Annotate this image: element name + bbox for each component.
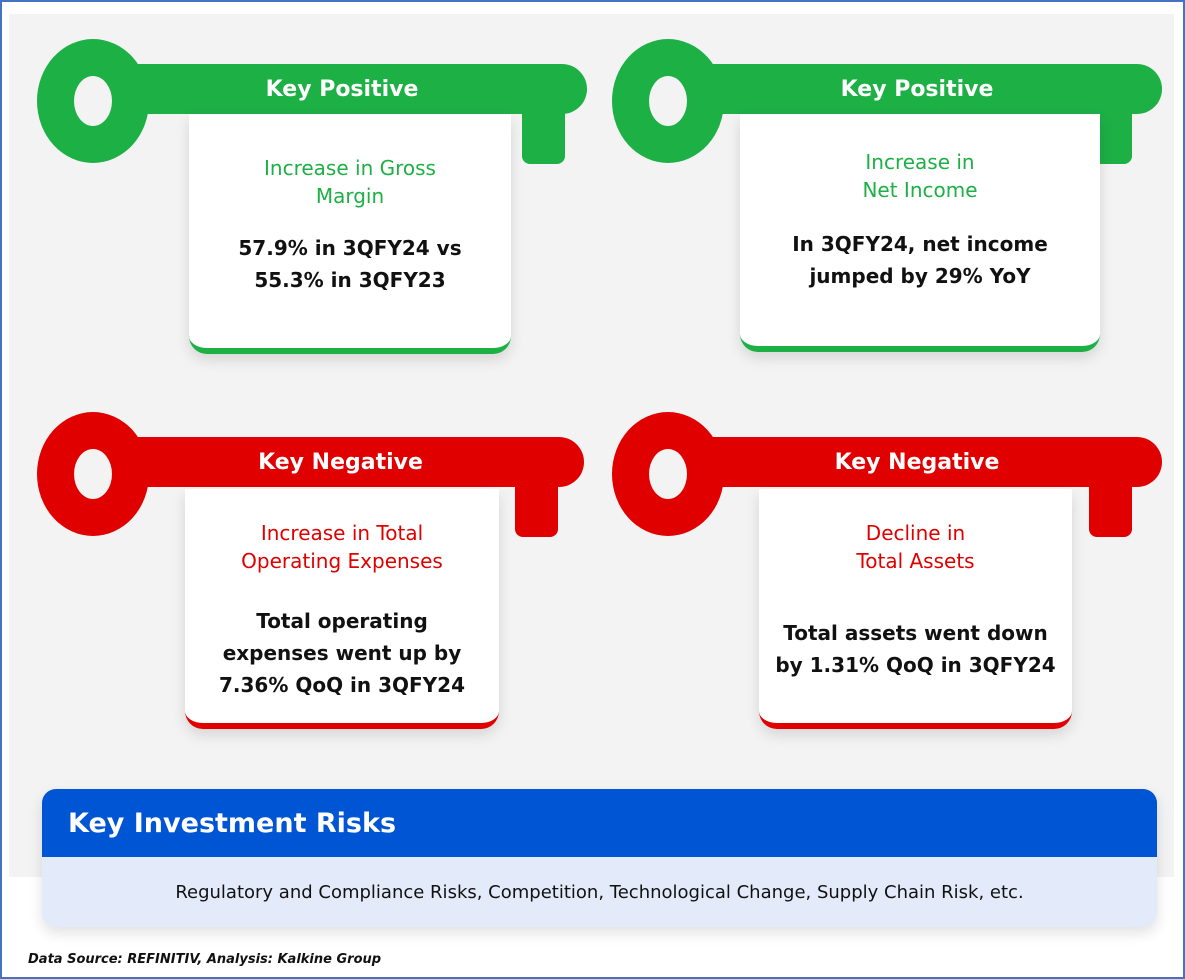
card-title: Increase in Net Income — [862, 150, 978, 202]
key-label: Key Negative — [712, 437, 1162, 487]
card-total-assets: Decline in Total Assets Total assets wen… — [759, 489, 1072, 729]
key-tooth-icon — [515, 482, 558, 537]
key-ring-icon — [612, 39, 724, 163]
card-body: Total operating expenses went up by 7.36… — [218, 609, 465, 697]
key-label: Key Positive — [712, 64, 1162, 114]
key-negative-opex: Key Negative — [37, 412, 597, 702]
key-tooth-icon — [1089, 482, 1132, 537]
key-tooth-icon — [522, 109, 565, 164]
card-body: In 3QFY24, net income jumped by 29% YoY — [792, 232, 1048, 288]
key-label: Key Positive — [137, 64, 587, 114]
card-title: Increase in Total Operating Expenses — [241, 521, 443, 573]
card-title: Increase in Gross Margin — [264, 156, 436, 208]
key-positive-gross-margin: Key Positive — [37, 39, 597, 329]
key-negative-assets: Key Negative — [612, 412, 1172, 702]
key-ring-icon — [612, 412, 724, 536]
key-positive-net-income: Key Positive — [612, 39, 1172, 329]
key-label: Key Negative — [137, 437, 584, 487]
card-net-income: Increase in Net Income In 3QFY24, net in… — [740, 114, 1100, 352]
card-body: Total assets went down by 1.31% QoQ in 3… — [775, 621, 1056, 677]
data-source: Data Source: REFINITIV, Analysis: Kalkin… — [28, 952, 382, 967]
key-ring-icon — [37, 412, 149, 536]
key-ring-icon — [37, 39, 149, 163]
card-gross-margin: Increase in Gross Margin 57.9% in 3QFY24… — [189, 114, 511, 354]
risks-title: Key Investment Risks — [42, 789, 1157, 857]
key-investment-risks-panel: Key Investment Risks Regulatory and Comp… — [42, 789, 1157, 927]
card-operating-expenses: Increase in Total Operating Expenses Tot… — [185, 489, 499, 729]
card-body: 57.9% in 3QFY24 vs 55.3% in 3QFY23 — [238, 236, 462, 292]
card-title: Decline in Total Assets — [856, 521, 975, 573]
risks-body: Regulatory and Compliance Risks, Competi… — [175, 881, 1024, 903]
